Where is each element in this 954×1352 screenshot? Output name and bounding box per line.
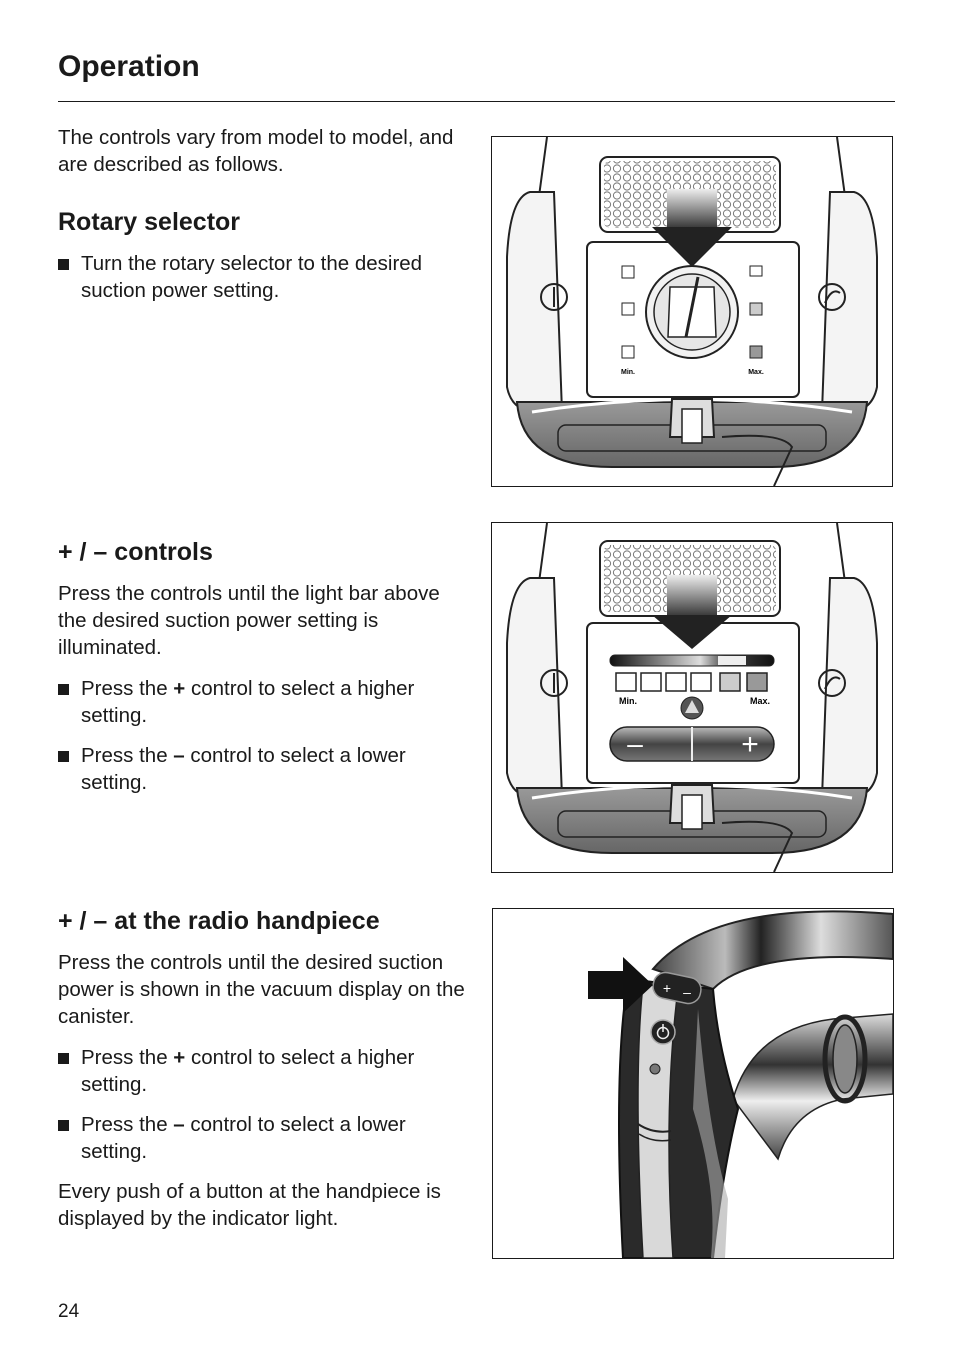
rotary-bullet: Turn the rotary selector to the desired … [58, 250, 468, 304]
radio-handpiece-figure: + – [492, 908, 894, 1259]
rotary-selector-figure: Min. Max. [491, 136, 893, 487]
title-rule [58, 101, 895, 102]
plusminus-bullet-lower: Press the – control to select a lower se… [58, 742, 468, 796]
plusminus-text: Press the controls until the light bar a… [58, 582, 440, 659]
minus-symbol: – [627, 728, 643, 759]
rotary-heading: Rotary selector [58, 208, 241, 236]
radio-heading: + / – at the radio handpiece [58, 907, 380, 935]
intro-section: The controls vary from model to model, a… [58, 124, 468, 178]
plusminus-section: + / – controls Press the controls until … [58, 537, 468, 796]
radio-footer-text: Every push of a button at the handpiece … [58, 1180, 441, 1230]
max-label: Max. [748, 369, 764, 376]
radio-text: Press the controls until the desired suc… [58, 951, 465, 1028]
page-title: Operation [58, 50, 200, 83]
plusminus-heading: + / – controls [58, 538, 213, 566]
intro-text: The controls vary from model to model, a… [58, 126, 454, 176]
radio-bullet-higher: Press the + control to select a higher s… [58, 1044, 468, 1098]
handpiece-minus-symbol: – [683, 984, 691, 1000]
plusminus-bullet-higher: Press the + control to select a higher s… [58, 675, 468, 729]
radio-section: + / – at the radio handpiece Press the c… [58, 906, 468, 1232]
plus-symbol: + [741, 728, 759, 761]
radio-bullet-lower: Press the – control to select a lower se… [58, 1111, 468, 1165]
min-label-2: Min. [619, 696, 637, 706]
page-number: 24 [58, 1301, 80, 1322]
max-label-2: Max. [750, 696, 770, 706]
rotary-section: Rotary selector Turn the rotary selector… [58, 207, 468, 304]
min-label: Min. [621, 369, 635, 376]
plusminus-controls-figure: Min. Max. – + [491, 522, 893, 873]
handpiece-plus-symbol: + [663, 980, 671, 996]
